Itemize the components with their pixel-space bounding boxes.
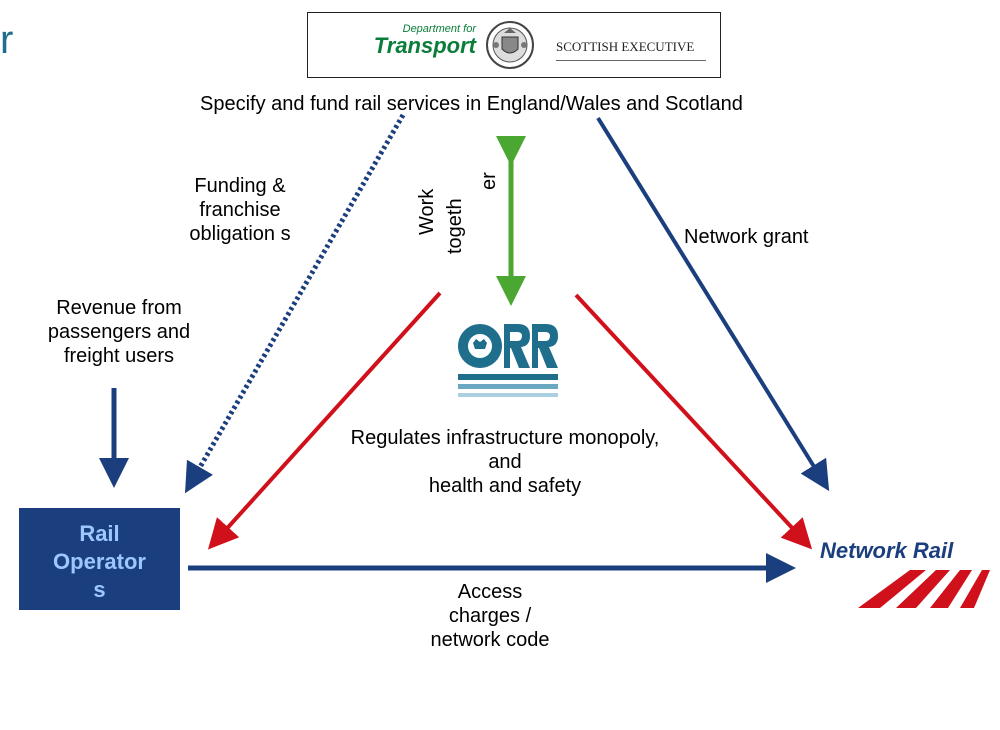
network-grant-label: Network grant xyxy=(684,226,809,248)
rail-operators-line2: Operator xyxy=(53,549,146,574)
access-charges-label: Access charges / network code xyxy=(430,581,550,651)
rail-operators-line3: s xyxy=(93,577,106,602)
royal-crest-icon xyxy=(486,21,534,69)
network-grant-arrow xyxy=(596,116,830,492)
page-title-fragment: r xyxy=(0,18,14,62)
regulates-line2: and xyxy=(488,451,522,473)
specify-label: Specify and fund rail services in Englan… xyxy=(200,93,743,115)
regulates-network-rail-arrow xyxy=(574,293,813,550)
dft-logo-small-text: Department for xyxy=(402,23,476,35)
work-together-line3: er xyxy=(478,172,500,190)
work-together-label: Work togeth er xyxy=(403,150,500,254)
rail-operators-node: Rail Operator s xyxy=(19,508,180,610)
work-together-line1: Work xyxy=(416,188,438,235)
network-rail-wordmark: Network Rail xyxy=(820,538,954,563)
government-logos-box: Department for Transport SCOTTISH EXECUT… xyxy=(307,12,721,78)
dft-logo-big-text: Transport xyxy=(373,33,476,58)
rail-operators-line1: Rail xyxy=(79,521,120,546)
dft-logo: Department for Transport xyxy=(366,23,476,57)
orr-logo xyxy=(458,324,558,397)
work-together-line2: togeth xyxy=(444,198,466,254)
funding-label: Funding & franchise obligation s xyxy=(189,175,291,245)
network-rail-logo xyxy=(858,570,990,608)
regulates-operators-arrow xyxy=(207,291,442,550)
regulates-label: Regulates infrastructure monopoly, and h… xyxy=(310,426,700,498)
scottish-executive-logo: SCOTTISH EXECUTIVE xyxy=(556,39,695,54)
logo-underline xyxy=(556,60,706,61)
regulates-line1: Regulates infrastructure monopoly, xyxy=(350,427,660,449)
regulates-line3: health and safety xyxy=(428,475,582,497)
revenue-label: Revenue from passengers and freight user… xyxy=(47,297,191,367)
